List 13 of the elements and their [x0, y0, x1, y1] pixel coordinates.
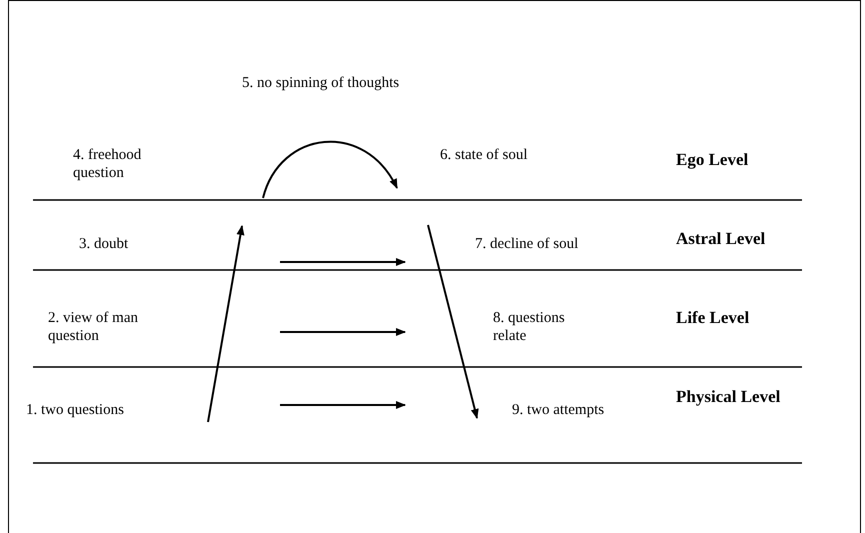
step-text: 2. view of man question	[48, 309, 139, 345]
step-text: 6. state of soul	[440, 146, 528, 164]
step-text: 8. questions relate	[493, 309, 566, 345]
level-label: Ego Level	[676, 150, 748, 170]
step-text: 7. decline of soul	[475, 235, 580, 253]
level-label: Physical Level	[676, 387, 780, 407]
step-text: 4. freehood question	[73, 146, 142, 182]
level-label: Astral Level	[676, 229, 766, 249]
step-text: 1. two questions	[26, 401, 125, 419]
step-text: 5. no spinning of thoughts	[242, 74, 400, 92]
level-label: Life Level	[676, 308, 750, 328]
step-text: 9. two attempts	[512, 401, 606, 419]
step-text: 3. doubt	[79, 235, 130, 253]
